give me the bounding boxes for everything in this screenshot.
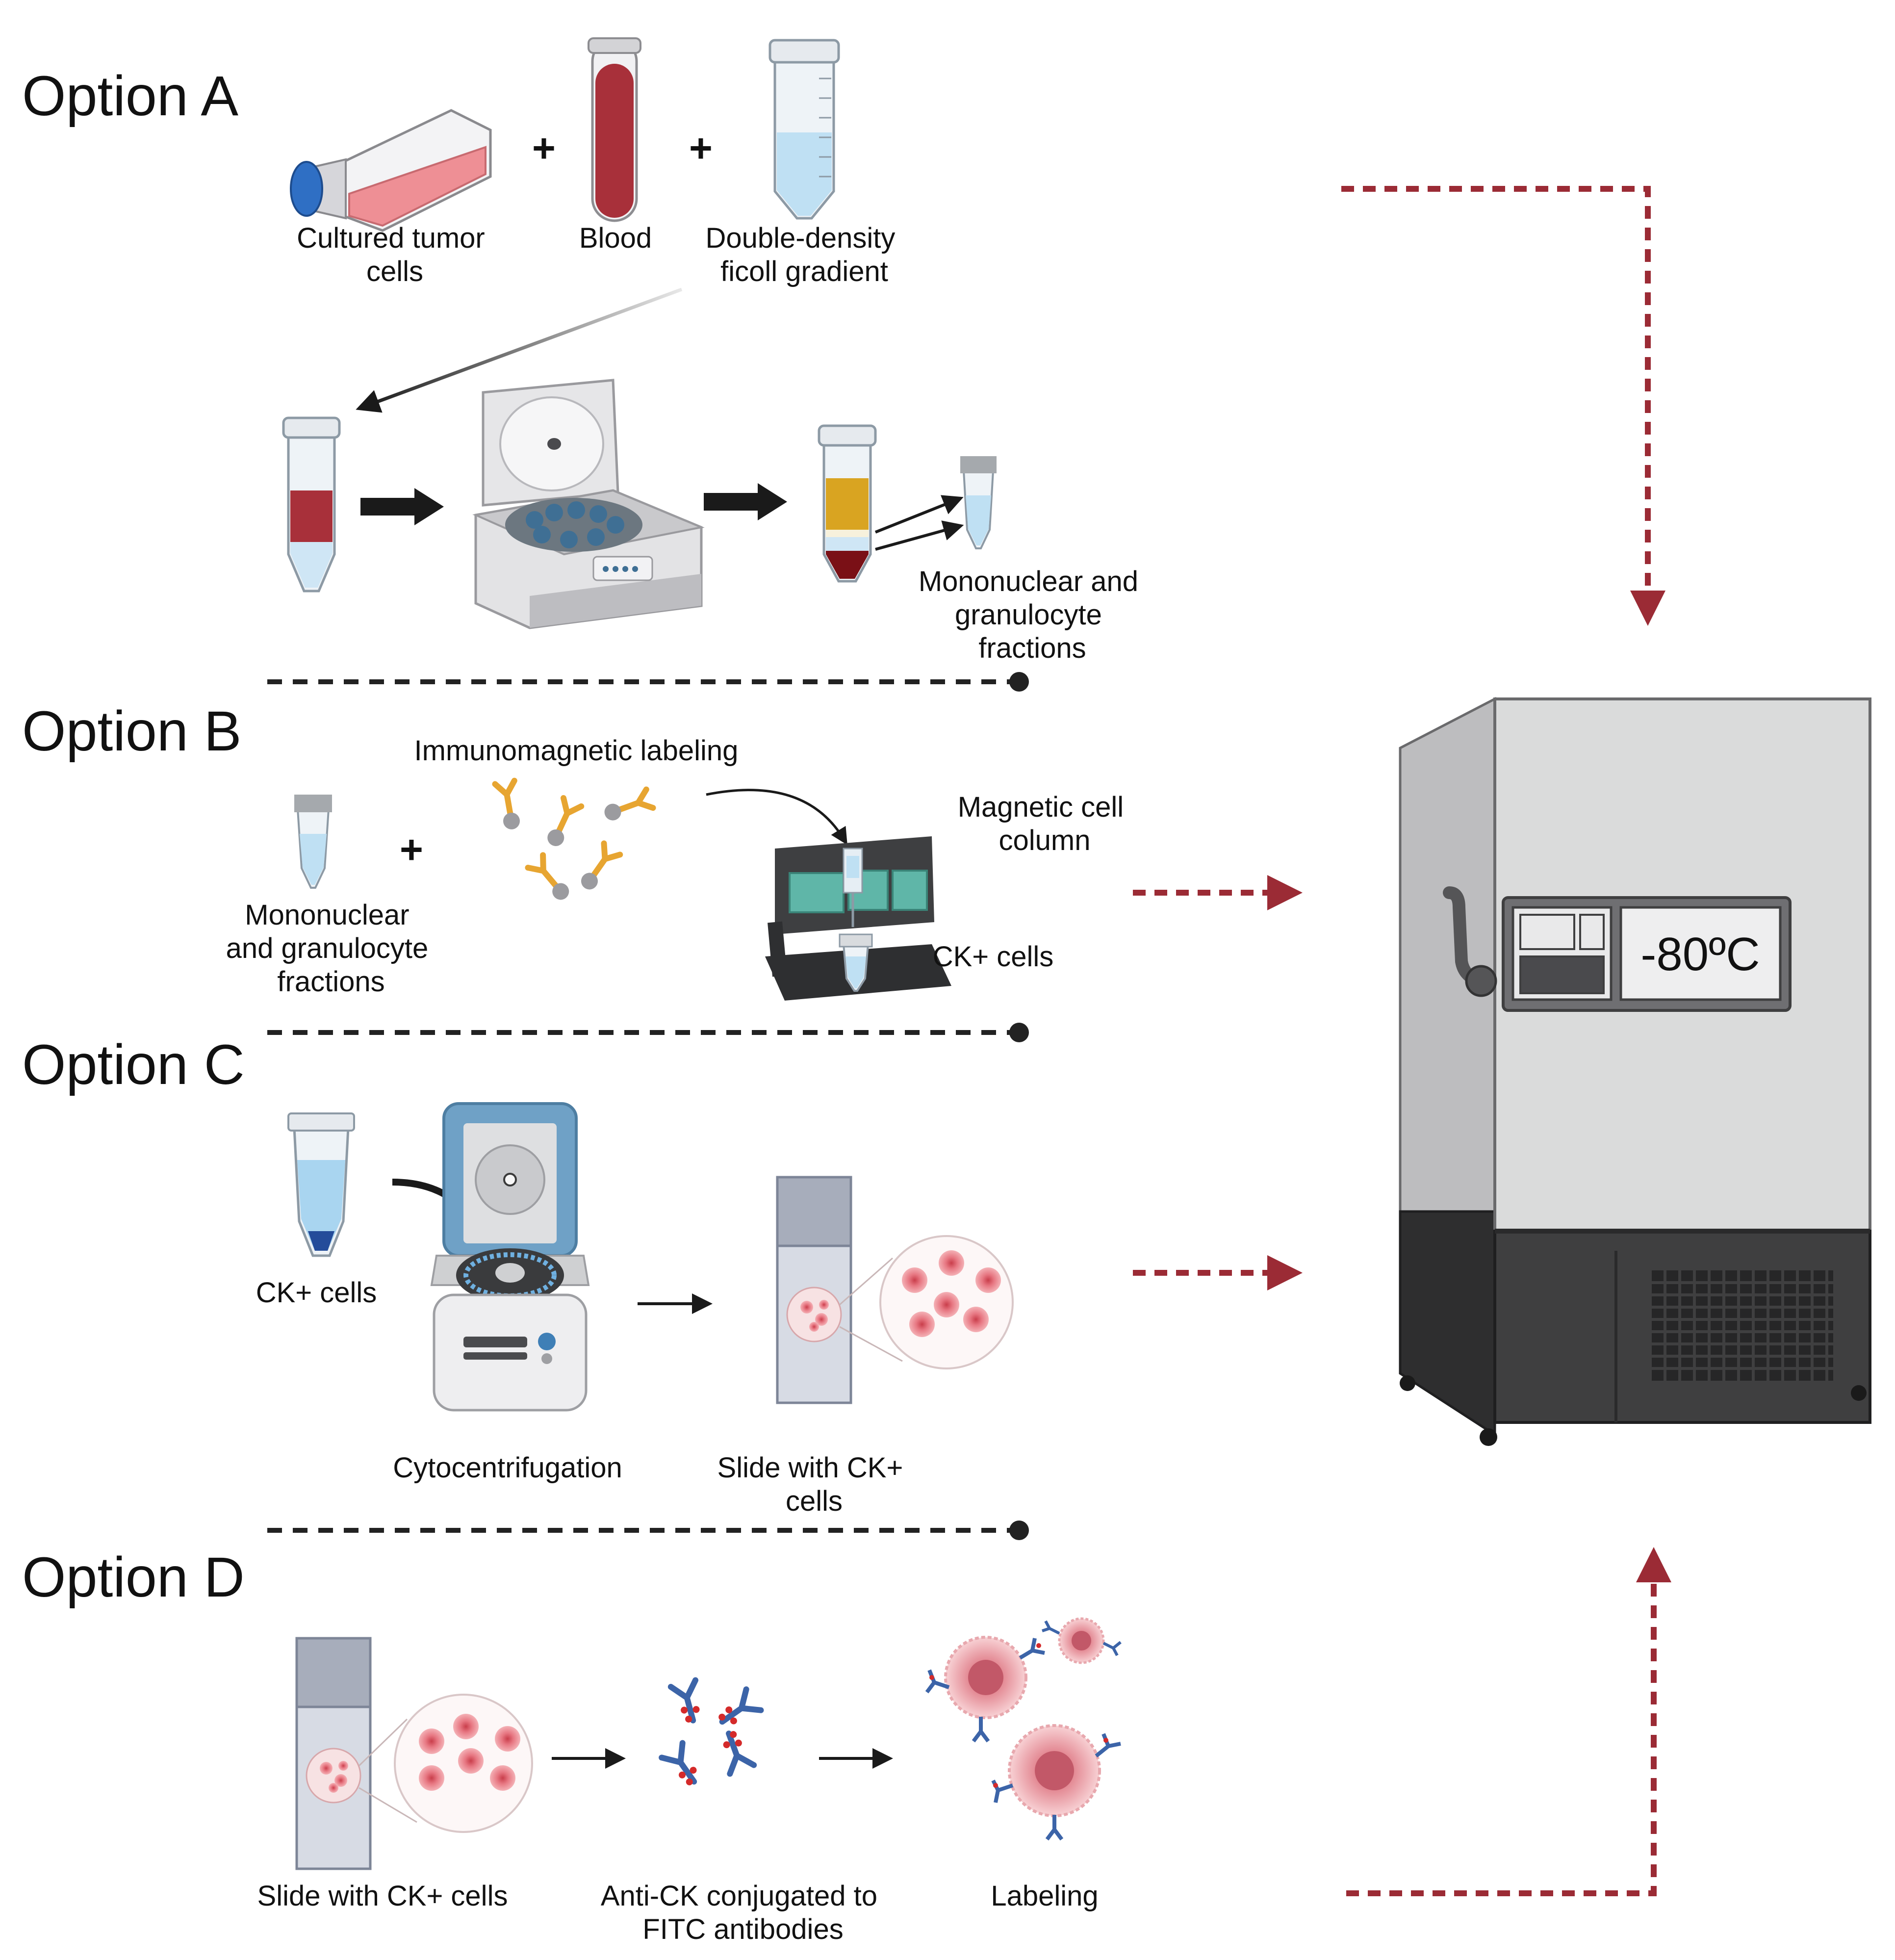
culture-flask-icon xyxy=(290,109,492,232)
flow-arrow-d xyxy=(1346,1547,1671,1896)
labeled-cell-icon xyxy=(991,1724,1121,1841)
cell-icon xyxy=(453,1714,479,1739)
plus-sign-a2: + xyxy=(689,126,713,171)
cytocentrifuge-icon xyxy=(430,1102,590,1412)
antibody-bead-icon xyxy=(604,786,656,821)
label-cultured-tumor-cells: Cultured tumor cells xyxy=(297,222,493,287)
flow-arrow-a xyxy=(1341,186,1665,626)
label-ck-cells-c: CK+ cells xyxy=(256,1277,377,1309)
plus-sign-b: + xyxy=(400,827,423,872)
divider-cd-dot xyxy=(1009,1521,1029,1540)
option-b-heading: Option B xyxy=(22,700,241,763)
blood-tube-icon xyxy=(588,37,641,222)
cell-icon xyxy=(975,1267,1001,1293)
label-magnetic-column: Magnetic cell column xyxy=(958,791,1132,856)
small-arrow-a1 xyxy=(874,495,964,534)
antibody-icon xyxy=(659,1740,697,1785)
label-slide-d: Slide with CK+ cells xyxy=(257,1880,508,1912)
ficoll-tube-icon xyxy=(768,39,840,220)
plus-sign-a1: + xyxy=(532,126,556,171)
separated-tube-icon xyxy=(818,424,877,583)
curved-arrow-b xyxy=(706,789,847,845)
antibody-icon xyxy=(667,1677,700,1724)
label-ficoll-gradient: Double-density ficoll gradient xyxy=(705,222,903,287)
antibody-icon xyxy=(718,1686,764,1725)
antibody-bead-icon xyxy=(492,777,520,829)
antibody-bead-icon xyxy=(581,840,623,890)
label-fractions-a: Mononuclear and granulocyte fractions xyxy=(919,566,1146,664)
diagonal-arrow xyxy=(356,287,683,413)
slide-icon xyxy=(776,1176,852,1404)
label-anti-ck: Anti-CK conjugated to FITC antibodies xyxy=(601,1880,885,1945)
microtube-icon xyxy=(839,933,873,992)
thermometer-display-icon xyxy=(1619,906,1782,1001)
layered-tube-icon xyxy=(282,416,341,593)
cell-icon xyxy=(934,1292,959,1317)
labeled-cell-icon xyxy=(925,1636,1045,1743)
divider-ab-dot xyxy=(1009,672,1029,692)
option-d-heading: Option D xyxy=(22,1546,245,1609)
centrifuge-icon xyxy=(472,379,705,629)
divider-bc-dot xyxy=(1009,1023,1029,1042)
cell-icon xyxy=(495,1726,520,1752)
label-blood: Blood xyxy=(579,222,652,254)
slide-icon xyxy=(295,1637,372,1870)
antibody-icon xyxy=(723,1730,757,1777)
zoom-circle-c xyxy=(879,1235,1014,1369)
antibody-bead-icon xyxy=(547,795,585,846)
cell-icon xyxy=(909,1312,935,1337)
label-slide-c: Slide with CK+ cells xyxy=(717,1452,911,1517)
label-labeling: Labeling xyxy=(991,1880,1098,1912)
thick-arrow-1-head xyxy=(414,488,444,525)
option-c-heading: Option C xyxy=(22,1033,245,1096)
zoom-connector-d xyxy=(358,1718,417,1823)
labeled-cell-icon xyxy=(1042,1617,1122,1664)
label-immunomagnetic: Immunomagnetic labeling xyxy=(414,735,739,767)
cell-icon xyxy=(939,1250,964,1276)
zoom-connector-c xyxy=(839,1257,903,1362)
antibody-bead-icon xyxy=(525,852,569,900)
small-arrow-a2 xyxy=(875,520,964,551)
microtube-icon xyxy=(287,1112,355,1257)
thick-arrow-2-shaft xyxy=(704,493,758,511)
cell-icon xyxy=(963,1307,989,1332)
zoom-circle-d xyxy=(394,1694,533,1833)
option-a-heading: Option A xyxy=(22,65,238,128)
cell-icon xyxy=(419,1728,444,1754)
microtube-icon xyxy=(960,456,997,549)
cell-icon xyxy=(902,1267,927,1293)
freezer-icon xyxy=(1399,696,1871,1446)
freezer-display-text: -80ºC xyxy=(1640,928,1760,980)
cell-icon xyxy=(458,1748,484,1774)
microtube-icon xyxy=(294,795,332,889)
thick-arrow-2-head xyxy=(758,483,787,520)
cell-icon xyxy=(419,1765,444,1791)
label-fractions-b: Mononuclear and granulocyte fractions xyxy=(226,899,436,998)
label-ck-cells-b: CK+ cells xyxy=(933,941,1054,973)
cell-icon xyxy=(490,1765,515,1791)
thick-arrow-1-shaft xyxy=(360,498,414,516)
label-cytocentrifugation: Cytocentrifugation xyxy=(393,1452,622,1484)
